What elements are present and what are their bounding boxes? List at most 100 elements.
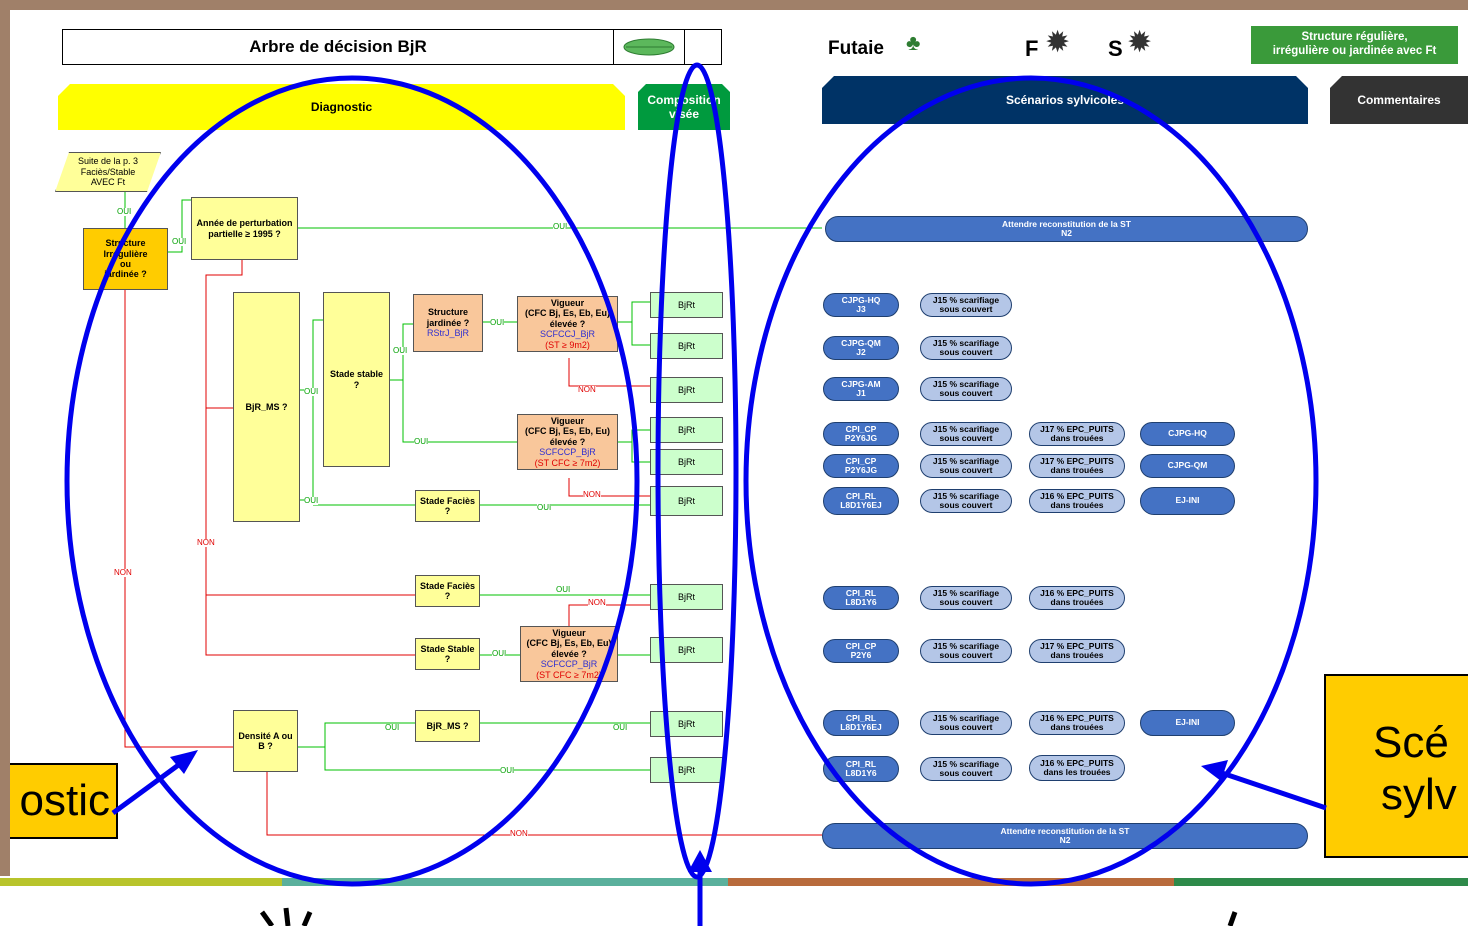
non-label: NON — [114, 568, 132, 577]
annee-perturbation-node: Année de perturbation partielle ≥ 1995 ? — [191, 197, 298, 260]
futaie-label: Futaie — [828, 38, 884, 59]
scenario-pill: CJPG-HQ — [1140, 422, 1235, 446]
scenario-pill: CJPG-AM J1 — [823, 377, 899, 401]
scenario-pill: CPI_RL L8D1Y6EJ — [823, 487, 899, 515]
oui-label: OUI — [172, 237, 187, 246]
suite-node: Suite de la p. 3 Faciès/Stable AVEC Ft — [55, 152, 161, 192]
page-title: Arbre de décision BjR — [249, 37, 427, 56]
oui-label: OUI — [490, 318, 505, 327]
scenario-pill: CJPG-HQ J3 — [823, 293, 899, 317]
oui-label: OUI — [385, 723, 400, 732]
scenario-pill: EJ-INI — [1140, 487, 1235, 515]
scenario-pill: CPI_CP P2Y6JG — [823, 454, 899, 478]
non-label: NON — [197, 538, 215, 547]
composition-box: BjRt — [650, 333, 723, 359]
composition-box: BjRt — [650, 449, 723, 475]
composition-box: BjRt — [650, 757, 723, 783]
footer-bar-teal — [282, 878, 728, 886]
scenario-pill: J15 % scarifiage sous couvert — [920, 489, 1012, 513]
stade-stable-node-2: Stade Stable ? — [415, 638, 480, 670]
oui-label: OUI — [553, 222, 568, 231]
callout-scenarios: Scé sylv — [1324, 674, 1468, 858]
vigueur-3-label: Vigueur (CFC Bj, Es, Eb, Eu) élevée ? — [526, 628, 612, 659]
non-label: NON — [583, 490, 601, 499]
composition-box: BjRt — [650, 486, 723, 516]
oui-label: OUI — [304, 496, 319, 505]
bjr-ms-node-2: BjR_MS ? — [415, 710, 480, 742]
scenario-pill: J16 % EPC_PUITS dans trouées — [1029, 586, 1125, 610]
diagram-canvas: Arbre de décision BjR Futaie ♣ F ✹ S ✹ S… — [10, 10, 1468, 876]
scenario-pill: J15 % scarifiage sous couvert — [920, 639, 1012, 663]
scenario-pill: J17 % EPC_PUITS dans trouées — [1029, 422, 1125, 446]
scenario-pill: CPI_RL L8D1Y6 — [823, 586, 899, 610]
composition-box: BjRt — [650, 417, 723, 443]
densite-node: Densité A ou B ? — [233, 710, 298, 772]
structure-jardinee-code: RStrJ_BjR — [426, 328, 469, 339]
callout-diagnostic: ostic — [10, 763, 118, 839]
callout-diagnostic-text: ostic — [19, 776, 110, 825]
oui-label: OUI — [117, 207, 132, 216]
attendre-bar-1: Attendre reconstitution de la ST N2 — [825, 216, 1308, 242]
oui-label: OUI — [393, 346, 408, 355]
oui-label: OUI — [537, 503, 552, 512]
non-label: NON — [578, 385, 596, 394]
scenario-pill: J15 % scarifiage sous couvert — [920, 422, 1012, 446]
vigueur-node-2: Vigueur (CFC Bj, Es, Eb, Eu) élevée ? SC… — [517, 414, 618, 470]
scenario-pill: J16 % EPC_PUITS dans les trouées — [1029, 755, 1125, 781]
structure-jardinee-label: Structure jardinée ? — [426, 307, 470, 328]
oui-label: OUI — [613, 723, 628, 732]
callout-scenarios-line1: Scé — [1373, 718, 1449, 767]
oui-label: OUI — [414, 437, 429, 446]
composition-box: BjRt — [650, 711, 723, 737]
scenario-pill: J17 % EPC_PUITS dans trouées — [1029, 639, 1125, 663]
commentaires-label: Commentaires — [1357, 93, 1441, 107]
scenario-pill: J15 % scarifiage sous couvert — [920, 336, 1012, 360]
oui-label: OUI — [500, 766, 515, 775]
scenario-pill: CPI_RL L8D1Y6EJ — [823, 710, 899, 736]
f-letter: F — [1025, 36, 1039, 61]
vigueur-2-condition: (ST CFC ≥ 7m2) — [534, 457, 601, 468]
scenario-pill: CPI_CP P2Y6JG — [823, 422, 899, 446]
vigueur-2-code: SCFCCP_BjR — [539, 447, 596, 458]
scenario-pill: J15 % scarifiage sous couvert — [920, 757, 1012, 781]
composition-box: BjRt — [650, 584, 723, 610]
scenario-pill: CPI_CP P2Y6 — [823, 639, 899, 663]
structure-irreguliere-node: Structure Irrégulière ou jardinée ? — [83, 228, 168, 290]
scenario-pill: CJPG-QM J2 — [823, 336, 899, 360]
scenario-pill: J16 % EPC_PUITS dans trouées — [1029, 489, 1125, 513]
attendre-bar-2: Attendre reconstitution de la ST N2 — [822, 823, 1308, 849]
footer-bar-olive — [0, 878, 282, 886]
vigueur-2-label: Vigueur (CFC Bj, Es, Eb, Eu) élevée ? — [524, 416, 610, 447]
tree-icon: ♣ — [906, 30, 921, 55]
title-box: Arbre de décision BjR — [62, 29, 722, 65]
stade-facies-node-1: Stade Faciès ? — [415, 490, 480, 522]
scenario-pill: J15 % scarifiage sous couvert — [920, 586, 1012, 610]
scenario-pill: J15 % scarifiage sous couvert — [920, 711, 1012, 735]
s-gear-icon: ✹ — [1127, 26, 1153, 59]
scenario-pill: J15 % scarifiage sous couvert — [920, 454, 1012, 478]
composition-box: BjRt — [650, 377, 723, 403]
vigueur-3-code: SCFCCP_BjR — [540, 659, 598, 670]
leaf-icon — [613, 30, 685, 64]
scenario-pill: J17 % EPC_PUITS dans trouées — [1029, 454, 1125, 478]
stade-facies-node-2: Stade Faciès ? — [415, 575, 480, 607]
oui-label: OUI — [556, 585, 571, 594]
vigueur-node-1: Vigueur (CFC Bj, Es, Eb, Eu) élevée ? SC… — [517, 296, 618, 352]
vigueur-1-label: Vigueur (CFC Bj, Es, Eb, Eu) élevée ? — [524, 298, 610, 329]
s-letter: S — [1108, 36, 1123, 61]
non-label: NON — [510, 829, 528, 838]
f-gear-icon: ✹ — [1045, 26, 1071, 59]
scenario-pill: EJ-INI — [1140, 710, 1235, 736]
scenario-pill: J16 % EPC_PUITS dans trouées — [1029, 711, 1125, 735]
structure-jardinee-node: Structure jardinée ? RStrJ_BjR — [413, 294, 483, 352]
vigueur-node-3: Vigueur (CFC Bj, Es, Eb, Eu) élevée ? SC… — [520, 626, 618, 682]
vigueur-3-condition: (ST CFC ≥ 7m2) — [536, 669, 602, 680]
callout-scenarios-line2: sylv — [1381, 770, 1457, 819]
oui-label: OUI — [492, 649, 507, 658]
vigueur-1-condition: (ST ≥ 9m2) — [545, 339, 590, 350]
oui-label: OUI — [304, 387, 319, 396]
non-label: NON — [588, 598, 606, 607]
vigueur-1-code: SCFCCJ_BjR — [539, 329, 595, 340]
composition-box: BjRt — [650, 292, 723, 318]
structure-box: Structure régulière, irrégulière ou jard… — [1251, 26, 1458, 64]
